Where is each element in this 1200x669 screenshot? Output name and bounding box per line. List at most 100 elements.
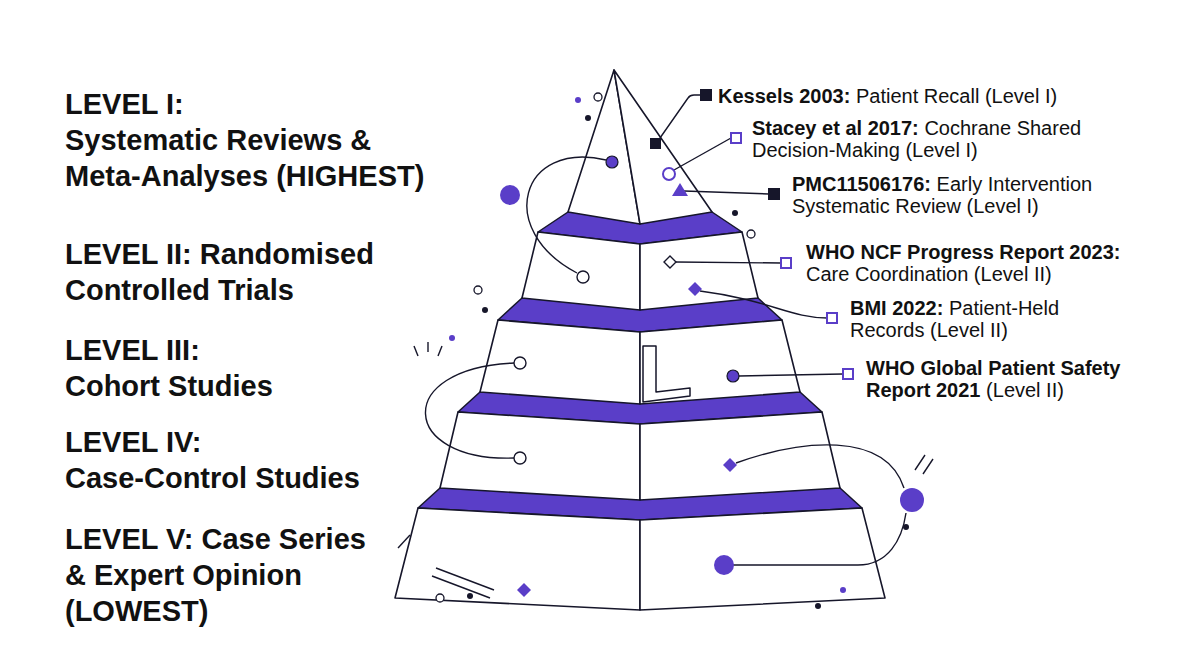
decor-curve (527, 157, 606, 273)
text-line: Stacey et al 2017: (752, 117, 919, 139)
text-line: Patient Recall (Level I) (856, 85, 1057, 107)
tier-face (640, 508, 885, 610)
decor-ring (594, 93, 602, 101)
tier-face (480, 320, 640, 404)
marker-circle (727, 370, 739, 382)
leader-line (739, 374, 843, 376)
text-line: WHO Global Patient Safety (866, 357, 1120, 379)
text-line: LEVEL IV: (65, 426, 201, 458)
decor-big-dot (900, 488, 924, 512)
text-line: Case-Control Studies (65, 462, 360, 494)
text-line: BMI 2022: (850, 297, 943, 319)
callout-label: BMI 2022: Patient-Held Records (Level II) (850, 297, 1059, 341)
text-line: LEVEL I: (65, 88, 184, 120)
marker-circle (714, 555, 734, 575)
tier-bands (418, 212, 862, 520)
decor-ring (747, 230, 755, 238)
leader-line (700, 291, 827, 318)
tier-face (640, 412, 840, 500)
text-line: Records (Level II) (850, 319, 1008, 341)
tier-face (395, 508, 640, 610)
callout-detail: Patient Recall (Level I) (856, 85, 1057, 107)
decor-dot (732, 210, 738, 216)
text-line: & Expert Opinion (65, 559, 302, 591)
text-line: LEVEL II: Randomised (65, 238, 374, 270)
tier-markers (514, 138, 739, 575)
decor-stroke (915, 455, 925, 470)
level-label: LEVEL V: Case Series & Expert Opinion (L… (65, 521, 366, 629)
decor-stroke (414, 346, 418, 356)
decor-stroke (438, 346, 442, 356)
text-line: Patient-Held (949, 297, 1059, 319)
callout-detail: Care Coordination (Level II) (806, 263, 1052, 285)
text-line: Cochrane Shared (924, 117, 1081, 139)
decor-dot (585, 115, 591, 121)
marker-diamond (688, 282, 702, 296)
callout-label: Stacey et al 2017:Cochrane Shared Decisi… (752, 117, 1081, 161)
marker-circle (663, 168, 675, 180)
decor-curve (730, 513, 906, 565)
callout-source: BMI 2022: (850, 297, 943, 319)
callout-source: WHO NCF Progress Report 2023: (806, 241, 1121, 263)
text-line: Controlled Trials (65, 274, 294, 306)
decor-stroke (923, 459, 933, 474)
decor-big-dot (500, 185, 520, 205)
callout-source: Stacey et al 2017: (752, 117, 919, 139)
text-line: Meta-Analyses (HIGHEST) (65, 160, 424, 192)
decor-stroke (436, 568, 494, 590)
doorway-symbol (643, 346, 690, 402)
level-label: LEVEL IV: Case-Control Studies (65, 424, 360, 496)
callout-square (731, 133, 741, 143)
leader-line (674, 138, 731, 170)
marker-circle (606, 156, 618, 168)
callout-label: WHO NCF Progress Report 2023:Care Coordi… (806, 241, 1121, 285)
decor-dot (467, 593, 473, 599)
level-label: LEVEL III: Cohort Studies (65, 332, 273, 404)
text-line: Cohort Studies (65, 370, 273, 402)
decor-dot (840, 587, 846, 593)
marker-circle (514, 357, 526, 369)
marker-diamond (723, 458, 737, 472)
decor-dots (436, 93, 924, 609)
leader-line (660, 95, 701, 138)
leader-line (684, 191, 769, 194)
decor-dot (903, 524, 909, 530)
decor-curves (398, 157, 933, 598)
text-line: PMC11506176: (792, 173, 931, 195)
decor-curve (736, 445, 904, 488)
level-label: LEVEL I: Systematic Reviews & Meta-Analy… (65, 86, 424, 194)
callout-label: WHO Global Patient Safety Report 2021(Le… (866, 357, 1120, 401)
text-line: Systematic Reviews & (65, 124, 371, 156)
decor-dot (815, 603, 821, 609)
text-line: (LOWEST) (65, 595, 208, 627)
text-line: Care Coordination (Level II) (806, 263, 1052, 285)
marker-circle (577, 271, 589, 283)
tier-face (522, 232, 640, 310)
decor-ring (474, 286, 482, 294)
tier-face (640, 320, 800, 404)
text-line: Systematic Review (Level I) (792, 195, 1039, 217)
callout-label: Kessels 2003: Patient Recall (Level I) (718, 85, 1057, 107)
text-line: Early Intervention (937, 173, 1093, 195)
marker-diamond (664, 256, 676, 268)
decor-dot (449, 335, 455, 341)
decor-dot (482, 307, 488, 313)
callout-square (781, 258, 791, 268)
decor-diamond (517, 583, 531, 597)
decor-dot (575, 97, 581, 103)
callout-square (769, 189, 779, 199)
decor-curve (425, 363, 514, 458)
text-line: (Level II) (986, 379, 1064, 401)
text-line: LEVEL III: (65, 334, 200, 366)
text-line: Kessels 2003: (718, 85, 850, 107)
marker-square (650, 138, 661, 149)
text-line: LEVEL V: Case Series (65, 523, 366, 555)
leader-line (676, 262, 781, 263)
text-line: Decision-Making (Level I) (752, 139, 978, 161)
callout-square (843, 369, 853, 379)
decor-ring (436, 594, 444, 602)
decor-stroke (398, 535, 410, 548)
decor-stroke (427, 342, 428, 352)
callout-source: Kessels 2003: (718, 85, 850, 107)
callout-label: PMC11506176: Early Intervention Systemati… (792, 173, 1092, 217)
